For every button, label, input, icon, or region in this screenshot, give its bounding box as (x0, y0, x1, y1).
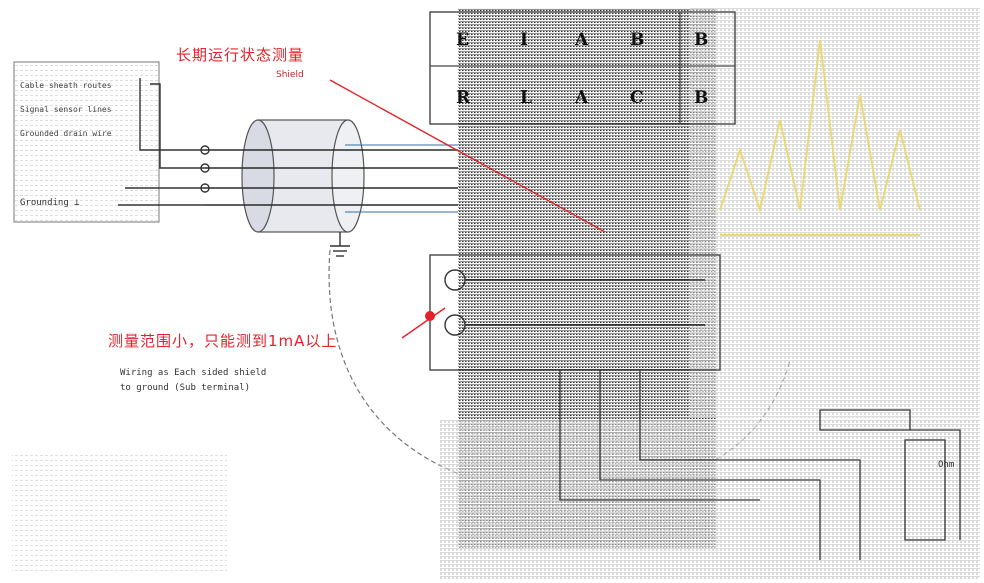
terminal-r1-c3: A (575, 30, 589, 50)
legend-bottom-label: Grounding ⊥ (20, 198, 80, 208)
shield-cylinder (241, 119, 365, 233)
yellow-noise-traces (719, 39, 921, 236)
terminal-r1-c1: E (456, 30, 469, 50)
terminal-block-top (429, 11, 736, 125)
terminal-r1-c5: B (694, 30, 709, 50)
lower-right-wiring (559, 370, 961, 560)
left-bottom-noise (12, 455, 227, 573)
mid-note-line2: to ground (Sub terminal) (120, 383, 251, 393)
legend-line-2: Signal sensor lines (20, 105, 112, 114)
legend-line-3: Grounded drain wire (20, 129, 112, 138)
blue-traces (345, 144, 470, 213)
connector-pins (444, 269, 705, 336)
top-red-annotation: 长期运行状态测量 (176, 46, 305, 64)
red-marker-dot (425, 311, 435, 321)
terminal-r2-c1: R (456, 88, 471, 108)
terminal-r1-c2: I (520, 30, 528, 50)
top-red-subnote: Shield (276, 70, 304, 80)
red-leader-lines (329, 79, 606, 339)
side-ohm-label: Ohm (938, 460, 955, 470)
terminal-r2-c5: B (694, 88, 709, 108)
ground-symbol (330, 232, 350, 257)
mid-red-annotation: 测量范围小，只能测到1mA以上 (108, 332, 338, 350)
terminal-r2-c2: L (520, 88, 532, 108)
left-legend-box (13, 61, 160, 223)
right-noise-panel (690, 8, 980, 418)
cable-conductors (205, 149, 470, 206)
terminal-r1-c4: B (630, 30, 645, 50)
legend-line-1: Cable sheath routes (20, 81, 112, 90)
mid-note-line1: Wiring as Each sided shield (120, 368, 267, 378)
terminal-r2-c4: C (630, 88, 644, 108)
terminal-r2-c3: A (575, 88, 589, 108)
